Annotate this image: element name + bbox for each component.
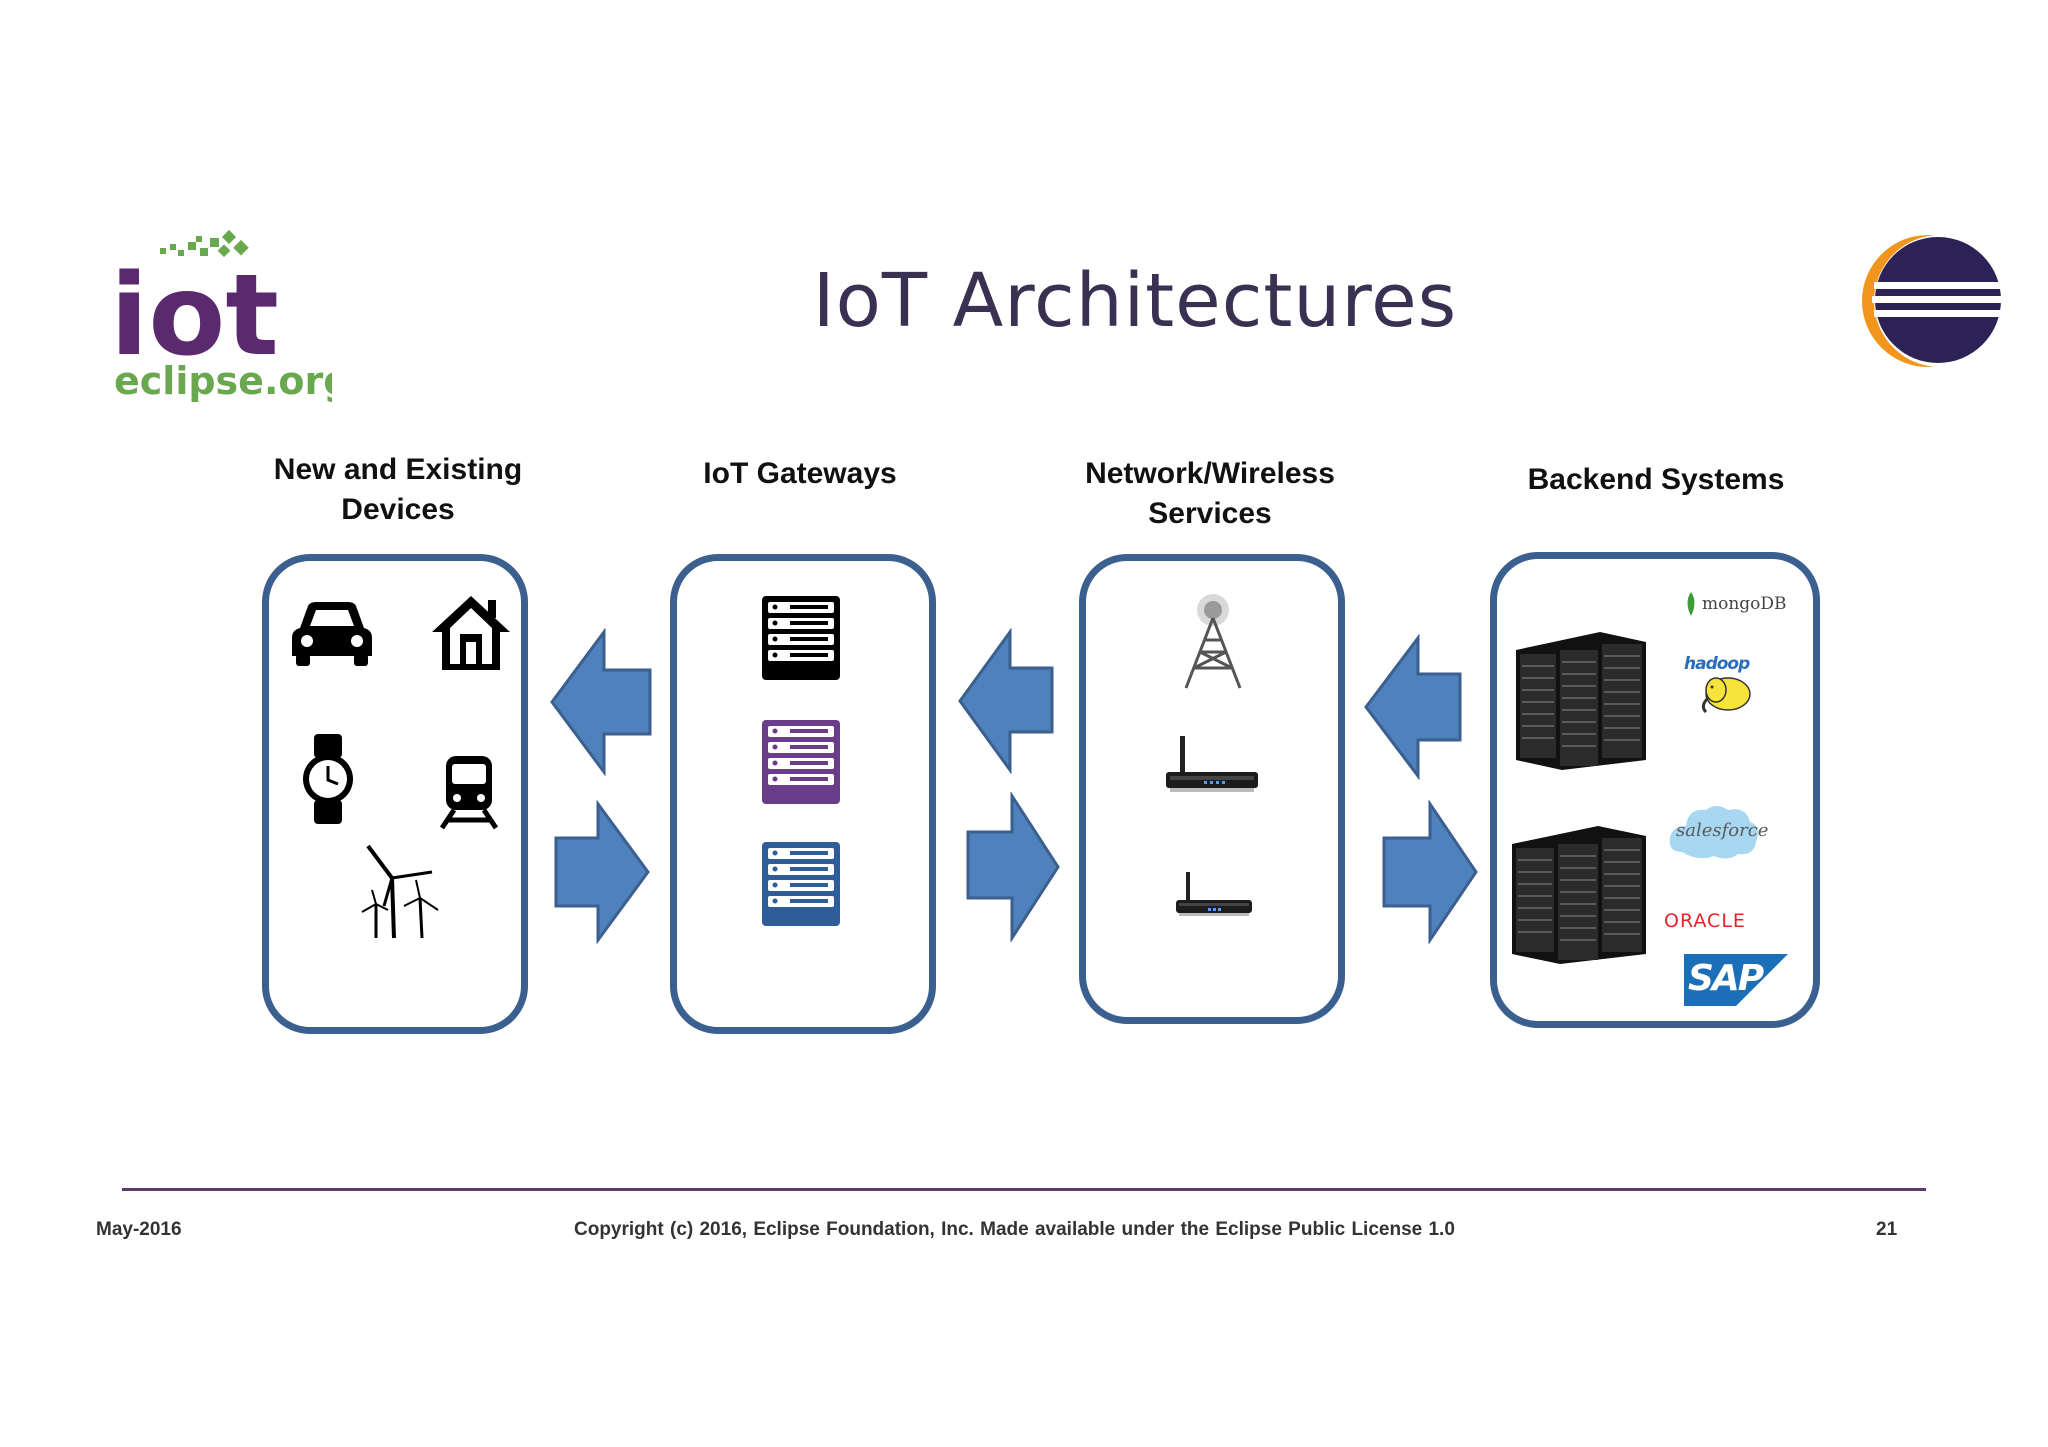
house-icon <box>432 596 510 670</box>
cell-tower-icon <box>1184 594 1242 689</box>
arrow-right-backend <box>1382 800 1478 944</box>
arrow-left-devices <box>550 628 652 776</box>
oracle-logo: ORACLE <box>1664 910 1746 932</box>
column-title-line: IoT Gateways <box>703 457 897 490</box>
router-small-icon <box>1176 872 1252 916</box>
train-icon <box>440 756 498 830</box>
gateway-server-black-icon <box>762 596 840 680</box>
mongodb-leaf-icon <box>1687 592 1695 616</box>
footer-copyright: Copyright (c) 2016, Eclipse Foundation, … <box>574 1219 1455 1240</box>
server-rack-icon <box>1512 826 1646 964</box>
slide-title: IoT Architectures <box>812 258 1458 344</box>
column-title-devices: New and Existing Devices <box>218 450 578 530</box>
column-title-line: Devices <box>341 493 455 526</box>
eclipse-logo-icon <box>1862 235 2006 367</box>
arrow-right-network <box>966 792 1060 942</box>
column-title-line: New and Existing <box>273 453 523 486</box>
watch-icon <box>303 734 353 824</box>
arrow-left-network <box>1364 634 1462 780</box>
hadoop-label: hadoop <box>1684 654 1750 674</box>
logo-art: iot eclipse.org <box>110 229 350 403</box>
iot-logo-word: iot <box>112 251 279 381</box>
eclipse-logo <box>1858 234 2008 370</box>
iot-eclipse-logo: iot eclipse.org <box>110 222 350 407</box>
column-title-line: Network/Wireless <box>1085 457 1335 490</box>
salesforce-logo: salesforce <box>1668 802 1768 862</box>
sap-label: SAP <box>1688 958 1764 999</box>
arrow-right-gateways <box>554 800 650 944</box>
hadoop-logo: hadoop <box>1684 654 1758 720</box>
gateway-server-blue-icon <box>762 842 840 926</box>
salesforce-label: salesforce <box>1676 820 1769 841</box>
column-title-backend: Backend Systems <box>1476 460 1836 500</box>
arrow-left-gateways <box>958 628 1054 774</box>
hadoop-elephant-icon <box>1701 677 1751 714</box>
footer-date: May-2016 <box>96 1219 182 1240</box>
column-title-line: Services <box>1148 497 1272 530</box>
sap-logo: SAP <box>1684 954 1788 1006</box>
mongodb-label: mongoDB <box>1702 594 1787 614</box>
wind-turbine-icon <box>361 844 439 939</box>
salesforce-cloud-icon <box>1669 806 1758 859</box>
router-icon <box>1166 736 1258 792</box>
mongodb-logo: mongoDB <box>1684 592 1787 616</box>
sap-logo-shape <box>1684 954 1788 1006</box>
column-title-network: Network/Wireless Services <box>1030 454 1390 534</box>
column-title-gateways: IoT Gateways <box>620 454 980 494</box>
iot-logo-subtext: eclipse.org <box>114 359 332 403</box>
gateway-server-purple-icon <box>762 720 840 804</box>
footer-divider <box>122 1188 1926 1191</box>
footer-page-number: 21 <box>1876 1219 1898 1240</box>
car-icon <box>292 602 372 666</box>
column-title-line: Backend Systems <box>1527 463 1785 496</box>
server-rack-icon <box>1516 632 1646 770</box>
